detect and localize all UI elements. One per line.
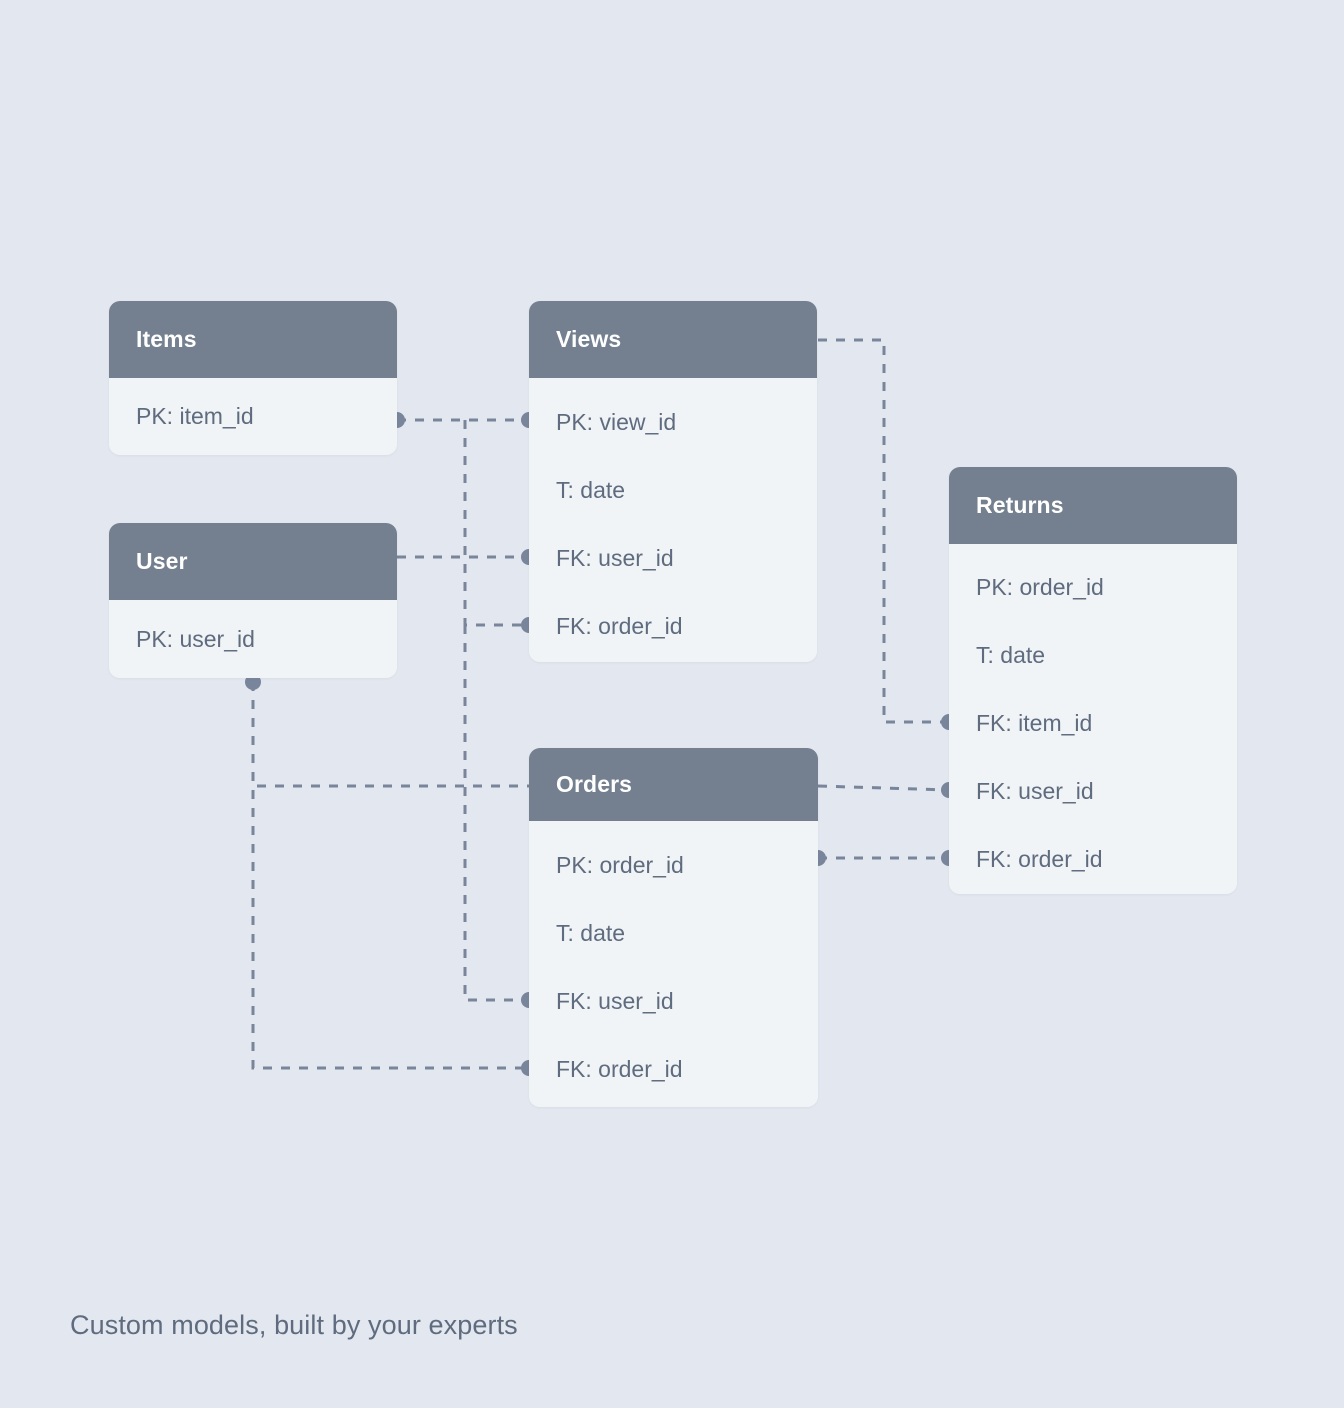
er-field[interactable]: PK: order_id	[976, 573, 1104, 600]
edge-orders-to-returns-fk-user	[817, 784, 950, 792]
er-table-title-views: Views	[529, 301, 817, 378]
er-field[interactable]: FK: user_id	[976, 777, 1094, 804]
edge-items-to-views-fk-order	[463, 420, 529, 627]
er-field[interactable]: PK: view_id	[556, 408, 677, 435]
er-table-items[interactable]: Items PK: item_id	[109, 301, 397, 455]
er-field[interactable]: FK: order_id	[976, 845, 1103, 872]
er-field[interactable]: T: date	[976, 641, 1046, 668]
diagram-caption: Custom models, built by your experts	[70, 1310, 518, 1340]
er-table-views[interactable]: Views PK: view_id T: date FK: user_id FK…	[529, 301, 817, 662]
edge-views-to-returns-fk-item	[818, 338, 949, 724]
er-field[interactable]: FK: user_id	[556, 544, 674, 571]
edge-items-to-orders-fk-user	[463, 625, 529, 1002]
er-field[interactable]: T: date	[556, 919, 626, 946]
edge-user-pk-to-orders-fk-order	[251, 682, 529, 1070]
er-table-title-items: Items	[109, 301, 397, 378]
er-field[interactable]: FK: order_id	[556, 1055, 683, 1082]
er-field[interactable]: FK: user_id	[556, 987, 674, 1014]
er-table-user[interactable]: User PK: user_id	[109, 523, 397, 678]
er-table-title-user: User	[109, 523, 397, 600]
er-fields-returns: PK: order_id T: date FK: item_id FK: use…	[949, 544, 1237, 894]
er-fields-user: PK: user_id	[109, 600, 397, 678]
er-field[interactable]: FK: order_id	[556, 612, 683, 639]
er-table-title-returns: Returns	[949, 467, 1237, 544]
er-fields-orders: PK: order_id T: date FK: user_id FK: ord…	[529, 821, 818, 1107]
er-field[interactable]: PK: order_id	[556, 851, 684, 878]
er-field[interactable]: PK: item_id	[136, 403, 254, 429]
er-table-returns[interactable]: Returns PK: order_id T: date FK: item_id…	[949, 467, 1237, 894]
er-field[interactable]: T: date	[556, 476, 626, 503]
er-table-title-orders: Orders	[529, 748, 818, 821]
er-table-orders[interactable]: Orders PK: order_id T: date FK: user_id …	[529, 748, 818, 1107]
er-fields-views: PK: view_id T: date FK: user_id FK: orde…	[529, 378, 817, 662]
er-fields-items: PK: item_id	[109, 378, 397, 455]
er-field[interactable]: FK: item_id	[976, 709, 1093, 736]
er-field[interactable]: PK: user_id	[136, 625, 255, 652]
